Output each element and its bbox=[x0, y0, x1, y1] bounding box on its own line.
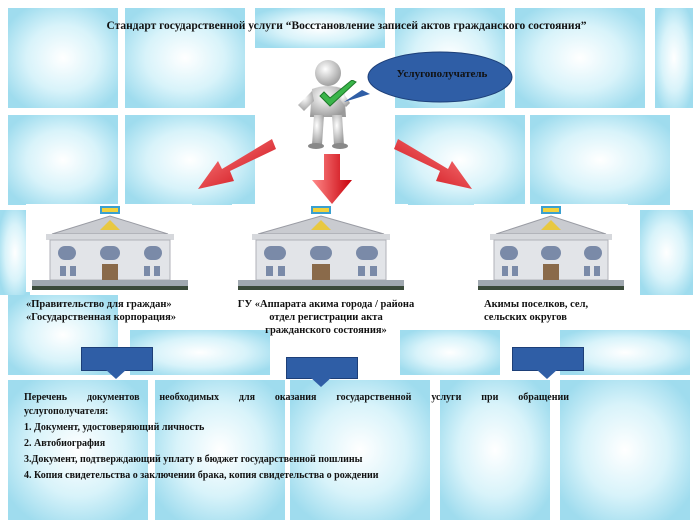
list-item: 4. Копия свидетельства о заключении брак… bbox=[24, 470, 379, 481]
diagram-title: Стандарт государственной услуги “Восстан… bbox=[106, 20, 587, 32]
flow-box-left bbox=[81, 347, 153, 371]
red-arrow-icon bbox=[198, 139, 276, 189]
speech-bubble-icon bbox=[344, 51, 513, 103]
provider-line: «Правительство для граждан» bbox=[26, 299, 172, 310]
documents-intro: Перечень документов необходимых для оказ… bbox=[24, 392, 569, 403]
provider-line: отдел регистрации акта bbox=[269, 312, 383, 323]
documents-list: Перечень документов необходимых для оказ… bbox=[24, 390, 569, 484]
building-icon bbox=[478, 206, 624, 290]
building-icon bbox=[238, 206, 404, 290]
list-item: 2. Автобиография bbox=[24, 438, 106, 449]
documents-intro-continued: услугополучателя: bbox=[24, 406, 109, 417]
building-icon bbox=[32, 206, 188, 290]
provider-label-center: ГУ «Аппарата акима города / района отдел… bbox=[226, 298, 426, 337]
down-caret-icon bbox=[105, 369, 127, 379]
person-icon bbox=[298, 60, 350, 149]
flow-box-center bbox=[286, 357, 358, 379]
red-arrow-icon bbox=[312, 154, 352, 204]
red-arrow-icon bbox=[394, 139, 472, 189]
down-caret-icon bbox=[310, 377, 332, 387]
flow-box-right bbox=[512, 347, 584, 371]
provider-label-right: Акимы поселков, сел, сельских округов bbox=[484, 298, 644, 324]
provider-line: Акимы поселков, сел, bbox=[484, 299, 589, 310]
down-caret-icon bbox=[536, 369, 558, 379]
list-item: 3.Документ, подтверждающий уплату в бюдж… bbox=[24, 454, 363, 465]
provider-line: «Государственная корпорация» bbox=[26, 312, 176, 323]
provider-line: гражданского состояния» bbox=[265, 325, 387, 336]
recipient-label: Услугополучатель bbox=[396, 68, 488, 80]
provider-label-left: «Правительство для граждан» «Государстве… bbox=[26, 298, 216, 324]
list-item: 1. Документ, удостоверяющий личность bbox=[24, 422, 205, 433]
provider-line: сельских округов bbox=[484, 312, 567, 323]
checkmark-icon bbox=[319, 80, 357, 107]
provider-line: ГУ «Аппарата акима города / района bbox=[237, 299, 415, 310]
